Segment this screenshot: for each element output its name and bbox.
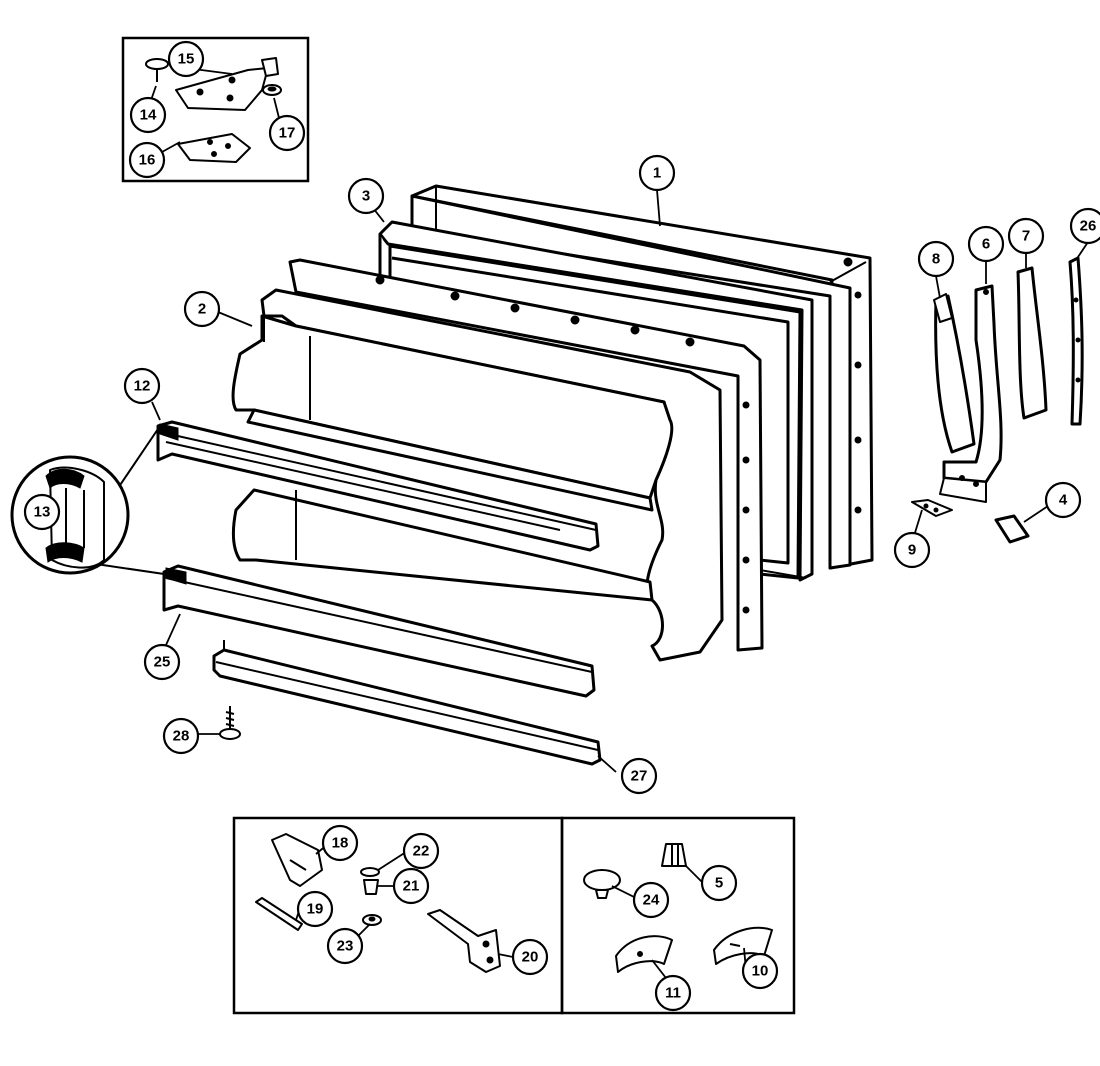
svg-text:13: 13 — [34, 504, 51, 521]
svg-text:7: 7 — [1022, 228, 1030, 245]
callout-21: 21 — [392, 867, 430, 905]
callout-13: 13 — [23, 493, 61, 531]
callout-18: 18 — [321, 824, 359, 862]
svg-text:24: 24 — [643, 892, 660, 909]
part-9-plate — [911, 499, 953, 517]
part-11-cover — [615, 935, 673, 973]
svg-text:20: 20 — [522, 949, 539, 966]
callout-1: 1 — [638, 154, 676, 192]
svg-text:6: 6 — [982, 236, 990, 253]
svg-text:28: 28 — [173, 728, 190, 745]
svg-text:16: 16 — [139, 152, 156, 169]
callout-25: 25 — [143, 643, 181, 681]
part-19-pin — [255, 897, 303, 931]
part-4-clip — [994, 514, 1030, 544]
part-26-trim-strip — [1068, 256, 1084, 426]
part-25-shelf-bar — [162, 564, 596, 698]
svg-text:5: 5 — [715, 875, 723, 892]
part-8-handle-cover — [933, 293, 976, 454]
callout-24: 24 — [632, 881, 670, 919]
callout-5: 5 — [700, 864, 738, 902]
bottom-right-inset — [560, 816, 796, 1015]
part-7-handle-insert — [1016, 266, 1048, 420]
part-2-door-liner — [231, 258, 764, 662]
part-6-handle-bracket — [939, 284, 1003, 503]
svg-text:3: 3 — [362, 188, 370, 205]
svg-text:1: 1 — [653, 165, 661, 182]
svg-text:25: 25 — [154, 654, 171, 671]
callout-6: 6 — [967, 225, 1005, 263]
svg-text:26: 26 — [1080, 218, 1097, 235]
part-12-shelf-bar — [156, 420, 600, 552]
svg-text:14: 14 — [140, 107, 157, 124]
callout-16: 16 — [128, 141, 166, 179]
svg-text:18: 18 — [332, 835, 349, 852]
hinge-inset — [121, 36, 310, 183]
svg-text:21: 21 — [403, 878, 420, 895]
svg-text:17: 17 — [279, 125, 296, 142]
part-5-plug — [661, 843, 687, 867]
callout-10: 10 — [741, 952, 779, 990]
svg-text:23: 23 — [337, 938, 354, 955]
callout-9: 9 — [893, 531, 931, 569]
svg-text:12: 12 — [134, 378, 151, 395]
part-22-screw — [360, 867, 380, 877]
svg-text:2: 2 — [198, 301, 206, 318]
callout-4: 4 — [1044, 481, 1082, 519]
callout-27: 27 — [620, 757, 658, 795]
callout-20: 20 — [511, 938, 549, 976]
svg-text:19: 19 — [307, 901, 324, 918]
svg-text:9: 9 — [908, 542, 916, 559]
svg-text:10: 10 — [752, 963, 769, 980]
part-17-washer — [262, 84, 282, 96]
part-23-washer — [362, 914, 382, 926]
callout-17: 17 — [268, 114, 306, 152]
callout-22: 22 — [402, 832, 440, 870]
callout-28: 28 — [162, 717, 200, 755]
part-27-trim-rail — [212, 640, 602, 766]
part-18-bracket — [271, 833, 323, 887]
svg-text:4: 4 — [1059, 492, 1068, 509]
callout-2: 2 — [183, 290, 221, 328]
svg-text:22: 22 — [413, 843, 430, 860]
callout-3: 3 — [347, 177, 385, 215]
bottom-left-inset — [232, 816, 564, 1015]
callout-19: 19 — [296, 890, 334, 928]
part-10-cover — [713, 926, 773, 965]
part-15-hinge — [175, 57, 279, 111]
callout-11: 11 — [654, 974, 692, 1012]
callout-26: 26 — [1069, 207, 1100, 245]
callout-14: 14 — [129, 96, 167, 134]
part-13-detail-view — [10, 425, 165, 575]
callout-8: 8 — [917, 240, 955, 278]
svg-text:15: 15 — [178, 51, 195, 68]
svg-text:11: 11 — [665, 985, 681, 1002]
callout-12: 12 — [123, 367, 161, 405]
part-14-screw — [145, 58, 169, 82]
svg-text:27: 27 — [631, 768, 648, 785]
part-28-screw — [219, 706, 241, 740]
part-20-hinge — [427, 909, 501, 973]
callout-7: 7 — [1007, 217, 1045, 255]
svg-text:8: 8 — [932, 251, 940, 268]
callout-23: 23 — [326, 927, 364, 965]
part-21-spacer — [363, 879, 379, 895]
callout-15: 15 — [167, 40, 205, 78]
part-24-button — [583, 869, 621, 899]
part-16-shim — [177, 133, 251, 163]
